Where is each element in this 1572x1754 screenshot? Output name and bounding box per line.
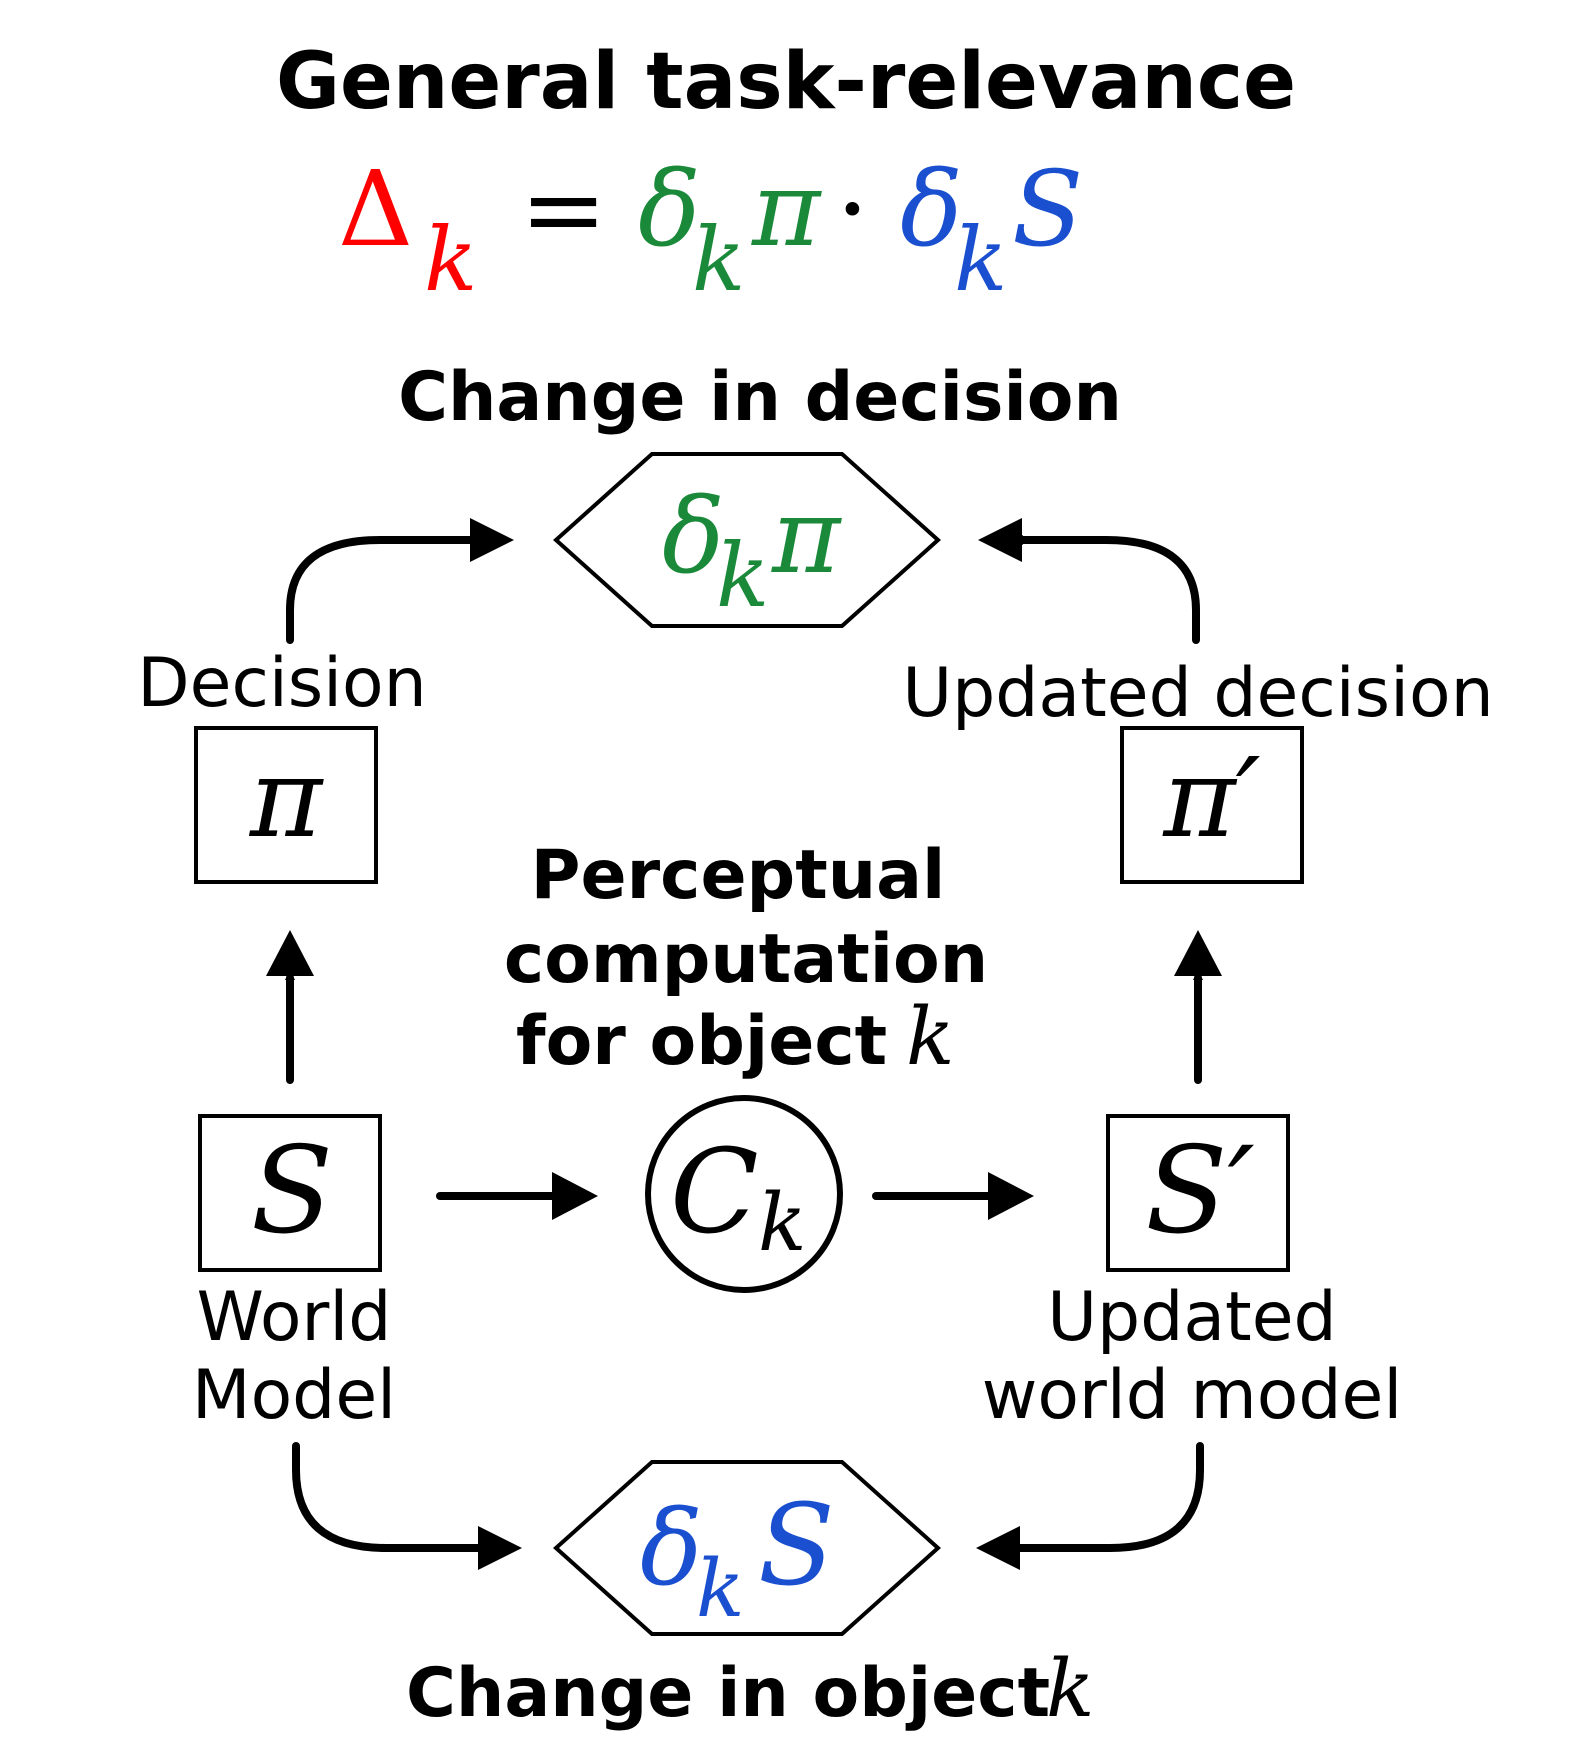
arrow-decision-to-top	[286, 535, 483, 644]
formula-equals: =	[520, 148, 607, 270]
world-model-node: S	[198, 1114, 382, 1272]
computation-circle	[645, 1095, 843, 1293]
updated-decision-node: π′	[1120, 726, 1304, 884]
world-model-label-1: World	[197, 1278, 392, 1357]
computation-node: C k	[645, 1095, 843, 1293]
formula-delta-symbol: Δ	[338, 148, 413, 270]
world-model-symbol: S	[251, 1122, 333, 1261]
updated-decision-box	[1120, 726, 1304, 884]
arrows	[285, 535, 1204, 1553]
computation-symbol: C	[670, 1125, 759, 1260]
top-caption: Change in decision	[398, 358, 1122, 437]
decision-symbol: π	[249, 734, 324, 862]
bottom-caption-var: k	[1046, 1642, 1094, 1735]
center-label: Perceptual computation for object k	[504, 836, 988, 1083]
center-line-3-var: k	[906, 990, 954, 1083]
arrow-updated-world-to-bottom	[1006, 1442, 1204, 1553]
updated-decision-label: Updated decision	[902, 654, 1493, 733]
formula-term1-delta: δ	[638, 148, 701, 270]
top-hexagon	[553, 452, 941, 628]
center-line-1: Perceptual	[531, 836, 946, 915]
bottom-hex-delta: δ	[640, 1487, 703, 1609]
formula-delta-sub: k	[424, 208, 477, 311]
arrowhead-updated-decision-to-top	[978, 518, 1022, 562]
top-hex-pi: π	[771, 475, 842, 597]
formula-term1-sub: k	[692, 208, 745, 311]
formula-term1-pi: π	[751, 148, 822, 270]
bottom-hexagon	[553, 1460, 941, 1636]
top-hex-delta: δ	[662, 475, 725, 597]
updated-world-model-label-1: Updated	[1047, 1278, 1336, 1357]
decision-change-node: δ k π	[553, 452, 941, 628]
arrowhead-world-to-bottom	[478, 1526, 522, 1570]
arrow-updated-decision-to-top	[1013, 535, 1200, 644]
formula-term2-s: S	[1012, 148, 1083, 270]
formula-term2-delta: δ	[900, 148, 963, 270]
decision-label: Decision	[137, 644, 427, 723]
updated-world-model-node: S′	[1106, 1114, 1290, 1272]
arrow-world-to-bottom	[292, 1442, 490, 1553]
world-model-label-2: Model	[192, 1356, 396, 1435]
updated-world-model-label-2: world model	[982, 1356, 1403, 1435]
world-model-box	[198, 1114, 382, 1272]
arrowhead-decision-to-top	[470, 518, 514, 562]
decision-node: π	[194, 726, 378, 884]
arrowhead-computation-to-updated-world	[988, 1172, 1034, 1220]
formula-term2-sub: k	[954, 208, 1007, 311]
page-title: General task-relevance	[276, 37, 1296, 127]
updated-world-model-box	[1106, 1114, 1290, 1272]
center-line-3: for object	[516, 1002, 911, 1081]
arrowheads	[266, 518, 1222, 1570]
updated-world-model-symbol: S′	[1145, 1122, 1254, 1261]
formula-dot: ·	[836, 148, 869, 270]
top-hex-sub: k	[716, 524, 769, 627]
arrowhead-updated-world-to-bottom	[976, 1526, 1020, 1570]
bottom-hex-s: S	[758, 1481, 835, 1611]
bottom-caption: Change in object	[406, 1654, 1074, 1733]
arrowhead-world-to-computation	[552, 1172, 598, 1220]
arrowhead-updated-world-to-updated-decision	[1174, 930, 1222, 976]
updated-decision-symbol: π′	[1162, 734, 1260, 862]
object-change-node: δ k S	[553, 1460, 941, 1636]
formula: Δ k = δ k π · δ k S	[338, 148, 1083, 311]
decision-box	[194, 726, 378, 884]
arrowhead-world-to-decision	[266, 930, 314, 976]
computation-sub: k	[758, 1176, 806, 1269]
center-line-2: computation	[504, 920, 988, 999]
bottom-hex-sub: k	[696, 1542, 744, 1635]
